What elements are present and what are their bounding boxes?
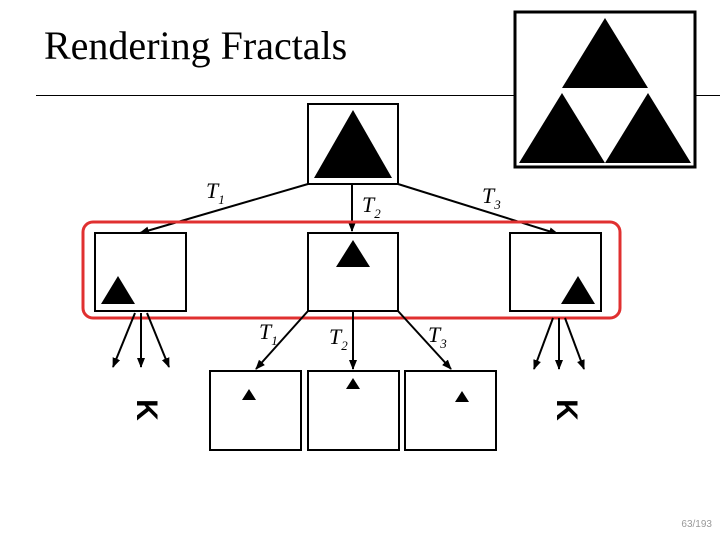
grandchild-node-2 xyxy=(307,370,400,451)
child-node-2 xyxy=(307,232,399,312)
arrow-root-to-child-1 xyxy=(139,183,309,235)
grandchild-node-3 xyxy=(404,370,497,451)
edge-label-t3: T3 xyxy=(482,183,501,212)
arrow-root-to-child-3 xyxy=(397,183,559,236)
root-node xyxy=(307,103,399,185)
sierpinski-reference-image xyxy=(513,10,697,169)
child-node-3 xyxy=(509,232,602,312)
arrow-left-fan-3 xyxy=(146,312,170,368)
grandchild-node-1 xyxy=(209,370,302,451)
ellipsis-right: K xyxy=(550,399,583,421)
arrow-left-fan-1 xyxy=(112,312,136,368)
slide-title: Rendering Fractals xyxy=(44,23,348,68)
title-underline xyxy=(36,95,720,96)
highlight-level-1 xyxy=(81,220,622,320)
edge-label-t2-level2: T2 xyxy=(329,324,348,353)
edge-label-t1-level2: T1 xyxy=(259,319,278,348)
child-node-1 xyxy=(94,232,187,312)
ellipsis-left: K xyxy=(130,399,163,421)
arrow-mid-to-grandchild-1 xyxy=(255,310,309,370)
edge-label-t2: T2 xyxy=(362,192,381,221)
edge-label-t3-level2: T3 xyxy=(428,322,447,351)
edge-label-t1: T1 xyxy=(206,178,225,207)
arrow-right-fan-1 xyxy=(533,317,554,370)
arrow-mid-to-grandchild-3 xyxy=(397,310,452,370)
slide-page-number: 63/193 xyxy=(681,519,712,530)
arrow-right-fan-3 xyxy=(564,317,585,370)
